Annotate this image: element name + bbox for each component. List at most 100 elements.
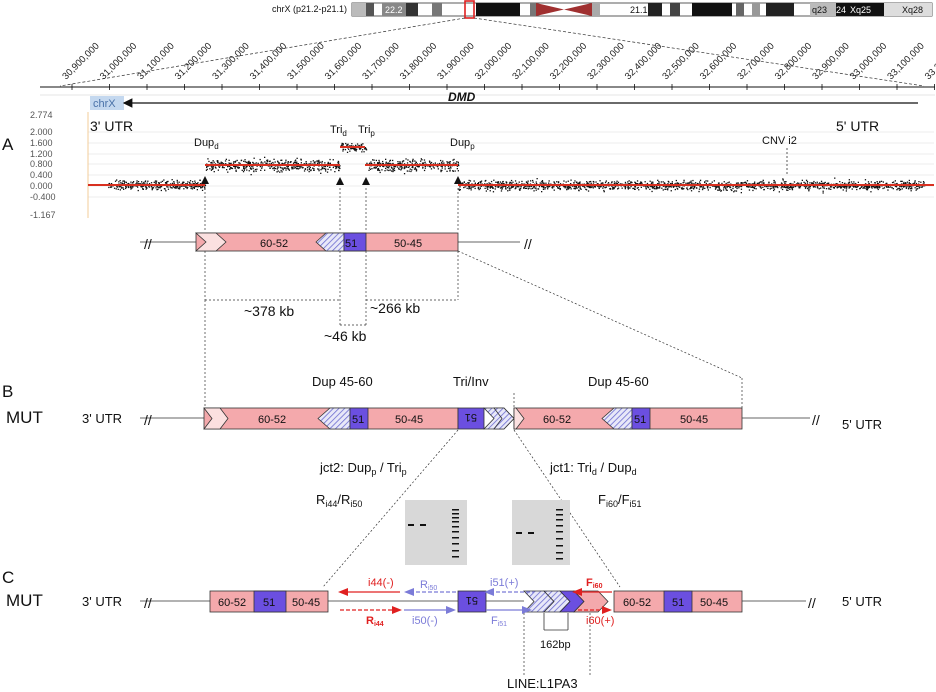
ruler-tick-label: 32,700,000 <box>735 41 776 82</box>
label-tri-inv: Tri/Inv <box>453 374 489 389</box>
y-tick-label: -1.167 <box>30 210 56 220</box>
ruler-tick-label: 31,300,000 <box>210 41 251 82</box>
ruler-tick-label: 32,500,000 <box>660 41 701 82</box>
ideogram-label: chrX (p21.2-p21.1) <box>272 4 347 14</box>
label-line-l1pa3: LINE:L1PA3 <box>507 676 578 691</box>
primers-jct1: Fi60/Fi51 <box>598 492 642 509</box>
diagram-b-seg3: 50-45 <box>395 414 423 426</box>
label-cnv-i2: CNV i2 <box>762 135 797 147</box>
diagram-b-5utr: 5' UTR <box>842 417 882 432</box>
diagram-c-3utr: 3' UTR <box>82 594 122 609</box>
label-fi60: Fi60 <box>586 577 603 590</box>
label-162bp: 162bp <box>540 639 571 651</box>
diagram-b-seg-inv: 51 <box>465 411 477 423</box>
copy-number-track: chrX DMD 3' UTR 5' UTR 2.774 2.0001.6001.… <box>30 90 935 220</box>
ruler-tick-label: 33,100,000 <box>885 41 926 82</box>
ruler-tick-label: 32,100,000 <box>510 41 551 82</box>
region-highlight-box <box>464 0 475 19</box>
svg-text://: // <box>144 595 152 611</box>
y-tick-label: 0.400 <box>30 170 53 180</box>
primers-jct2: Ri44/Ri50 <box>316 492 362 509</box>
diagram-b-3utr: 3' UTR <box>82 411 122 426</box>
label-dupp: Dupp <box>450 137 475 151</box>
diagram-a: // // 60-52 51 50-45 <box>140 232 532 252</box>
gene-name: DMD <box>448 90 476 104</box>
y-tick-label: 0.800 <box>30 159 53 169</box>
y-tick-label: 1.600 <box>30 138 53 148</box>
diagram-c-mut: MUT <box>6 591 43 610</box>
chromosome-ideogram: chrX (p21.2-p21.1) 22.2 21.1 q23 24 Xq25… <box>59 0 933 87</box>
ruler-tick-label: 32,200,000 <box>548 41 589 82</box>
label-i44: i44(-) <box>368 577 394 589</box>
coordinate-ruler: 30,900,00031,000,00031,100,00031,200,000… <box>40 41 936 90</box>
gel-image-jct1 <box>512 500 570 565</box>
label-i51: i51(+) <box>490 577 518 589</box>
ruler-tick-label: 32,800,000 <box>773 41 814 82</box>
diagram-b-mut: MUT <box>6 408 43 427</box>
ruler-tick-label: 32,900,000 <box>810 41 851 82</box>
diagram-c-seg6: 50-45 <box>700 597 728 609</box>
label-trip: Trip <box>358 124 375 138</box>
panel-letter-c: C <box>2 568 14 587</box>
svg-text://: // <box>524 236 532 252</box>
y-tick-label: 2.000 <box>30 127 53 137</box>
diagram-c-seg3: 50-45 <box>292 597 320 609</box>
primer-arrows <box>338 588 612 614</box>
band-label-q23: q23 <box>812 5 827 15</box>
diagram-b-seg4: 60-52 <box>543 414 571 426</box>
ruler-tick-label: 31,100,000 <box>135 41 176 82</box>
diagram-b-seg6: 50-45 <box>680 414 708 426</box>
chr-badge <box>90 96 124 110</box>
diagram-b: // // 60-52 51 50-45 51 60-52 51 50-45 <box>140 407 820 430</box>
jct2-label: jct2: Dupp / Trip <box>319 460 407 477</box>
ruler-tick-label: 32,400,000 <box>623 41 664 82</box>
distance-266kb: ~266 kb <box>370 300 420 316</box>
track-5utr-label: 5' UTR <box>836 118 879 134</box>
band-label-22-2: 22.2 <box>385 5 403 15</box>
ruler-tick-label: 31,900,000 <box>435 41 476 82</box>
panel-letter-b: B <box>2 382 13 401</box>
label-ri44: Ri44 <box>366 615 384 628</box>
diagram-a-seg1: 60-52 <box>260 238 288 250</box>
distance-46kb: ~46 kb <box>324 328 367 344</box>
jct1-label: jct1: Trid / Dupd <box>549 460 637 477</box>
diagram-c-seg2: 51 <box>263 597 275 609</box>
diagram-a-seg2: 51 <box>345 238 357 250</box>
ruler-tick-label: 32,300,000 <box>585 41 626 82</box>
band-label-xq25: Xq25 <box>850 5 871 15</box>
ruler-tick-label: 33,000,000 <box>848 41 889 82</box>
label-i60: i60(+) <box>586 615 614 627</box>
diagram-c-seg1: 60-52 <box>218 597 246 609</box>
diagram-c-seg5: 51 <box>672 597 684 609</box>
label-ri50: Ri50 <box>420 579 437 592</box>
label-dup-right: Dup 45-60 <box>588 374 649 389</box>
svg-text://: // <box>808 595 816 611</box>
y-tick-label: -0.400 <box>30 192 56 202</box>
label-trid: Trid <box>330 124 347 138</box>
track-3utr-label: 3' UTR <box>90 118 133 134</box>
ruler-tick-label: 31,400,000 <box>248 41 289 82</box>
ruler-tick-label: 32,000,000 <box>473 41 514 82</box>
diagram-c-seg-inv: 51 <box>466 594 478 606</box>
band-label-24: 24 <box>836 5 846 15</box>
svg-text://: // <box>144 412 152 428</box>
ruler-tick-label: 32,600,000 <box>698 41 739 82</box>
ruler-tick-label: 31,600,000 <box>323 41 364 82</box>
chr-badge-label: chrX <box>93 98 116 110</box>
y-axis: 2.774 2.0001.6001.2000.8000.4000.000-0.40… <box>30 110 934 220</box>
label-i50: i50(-) <box>412 615 438 627</box>
ruler-tick-label: 30,900,000 <box>60 41 101 82</box>
band-label-xq28: Xq28 <box>902 5 923 15</box>
y-tick-label: 1.200 <box>30 149 53 159</box>
y-tick-label: 0.000 <box>30 181 53 191</box>
label-dupd: Dupd <box>194 137 219 151</box>
label-fi51: Fi51 <box>491 615 507 628</box>
band-label-21-1: 21.1 <box>630 5 648 15</box>
gel-image-jct2 <box>405 500 467 565</box>
ruler-tick-label: 31,700,000 <box>360 41 401 82</box>
diagram-c: // // 60-52 51 50-45 51 60-52 51 50-45 <box>140 590 816 613</box>
diagram-b-seg5: 51 <box>634 414 646 426</box>
distance-378kb: ~378 kb <box>244 303 294 319</box>
y-tick-label: 2.774 <box>30 110 53 120</box>
